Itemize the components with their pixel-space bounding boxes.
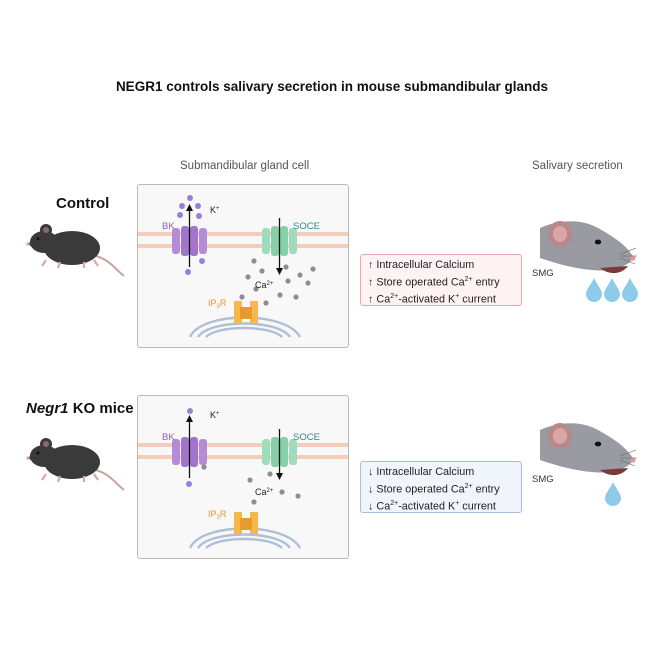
cell-diagram-control: BK K+ SOCE Ca2+ IP3R (138, 195, 348, 338)
k-efflux-arrowhead (186, 415, 193, 422)
smg-label-ko: SMG (532, 474, 554, 485)
membrane-inner (138, 455, 348, 459)
row-label-ko-gene: Negr1 (26, 400, 69, 417)
row-label-control: Control (56, 195, 110, 212)
potassium-label: K+ (210, 410, 220, 420)
saliva-drop-icon (605, 482, 621, 506)
endoplasmic-reticulum-icon (188, 316, 302, 338)
saliva-drop-icon (586, 278, 602, 302)
effect-line: ↓ Intracellular Calcium (368, 466, 475, 478)
endoplasmic-reticulum-icon (188, 527, 302, 549)
bk-label: BK (162, 221, 175, 232)
potassium-ions (177, 195, 205, 275)
calcium-ions (201, 464, 301, 505)
calcium-ions (239, 258, 316, 306)
mouse-control-icon (26, 224, 125, 277)
ca-influx-arrowhead (276, 268, 283, 275)
effects-box-control: ↑ Intracellular Calcium ↑ Store operated… (360, 254, 522, 306)
ca-influx-arrowhead (276, 473, 283, 480)
ip3r-label: IP3R (208, 298, 227, 310)
membrane-inner (138, 244, 348, 248)
bk-channel-icon (172, 437, 207, 467)
k-efflux-arrowhead (186, 204, 193, 211)
row-label-ko: Negr1 KO mice (26, 400, 134, 417)
calcium-label: Ca2+ (255, 487, 274, 497)
figure-title: NEGR1 controls salivary secretion in mou… (115, 79, 549, 94)
saliva-drop-icon (604, 278, 620, 302)
effect-line: ↑ Intracellular Calcium (368, 259, 475, 271)
cell-diagram-ko: BK K+ SOCE Ca2+ IP3R (138, 408, 348, 549)
potassium-ions (186, 408, 193, 487)
mouse-ko-icon (26, 438, 125, 491)
cell-panel-ko: BK K+ SOCE Ca2+ IP3R (137, 395, 349, 559)
soce-label: SOCE (293, 432, 320, 443)
ip3r-label: IP3R (208, 509, 227, 521)
smg-label-control: SMG (532, 268, 554, 279)
effect-line: ↑ Ca2+-activated K+ current (368, 292, 496, 306)
soce-channel-icon (262, 437, 297, 467)
row-label-ko-rest: KO mice (68, 400, 134, 417)
effects-box-ko: ↓ Intracellular Calcium ↓ Store operated… (360, 461, 522, 513)
soce-label: SOCE (293, 221, 320, 232)
membrane-outer (138, 232, 348, 236)
saliva-drop-icon (622, 278, 638, 302)
saliva-drops-control (586, 278, 638, 302)
effect-line: ↓ Ca2+-activated K+ current (368, 499, 496, 513)
calcium-label: Ca2+ (255, 280, 274, 290)
ip3r-channel-icon (234, 301, 258, 323)
soce-channel-icon (262, 226, 297, 256)
membrane-outer (138, 443, 348, 447)
column-header-secretion: Salivary secretion (532, 160, 623, 172)
potassium-label: K+ (210, 205, 220, 215)
saliva-drops-ko (605, 482, 621, 506)
cell-panel-control: BK K+ SOCE Ca2+ IP3R (137, 184, 349, 348)
rat-head-ko-icon (540, 423, 637, 476)
ip3r-channel-icon (234, 512, 258, 534)
effect-line: ↑ Store operated Ca2+ entry (368, 275, 500, 289)
bk-label: BK (162, 432, 175, 443)
bk-channel-icon (172, 226, 207, 256)
column-header-cell: Submandibular gland cell (180, 160, 310, 172)
rat-head-control-icon (540, 221, 637, 274)
effect-line: ↓ Store operated Ca2+ entry (368, 482, 500, 496)
